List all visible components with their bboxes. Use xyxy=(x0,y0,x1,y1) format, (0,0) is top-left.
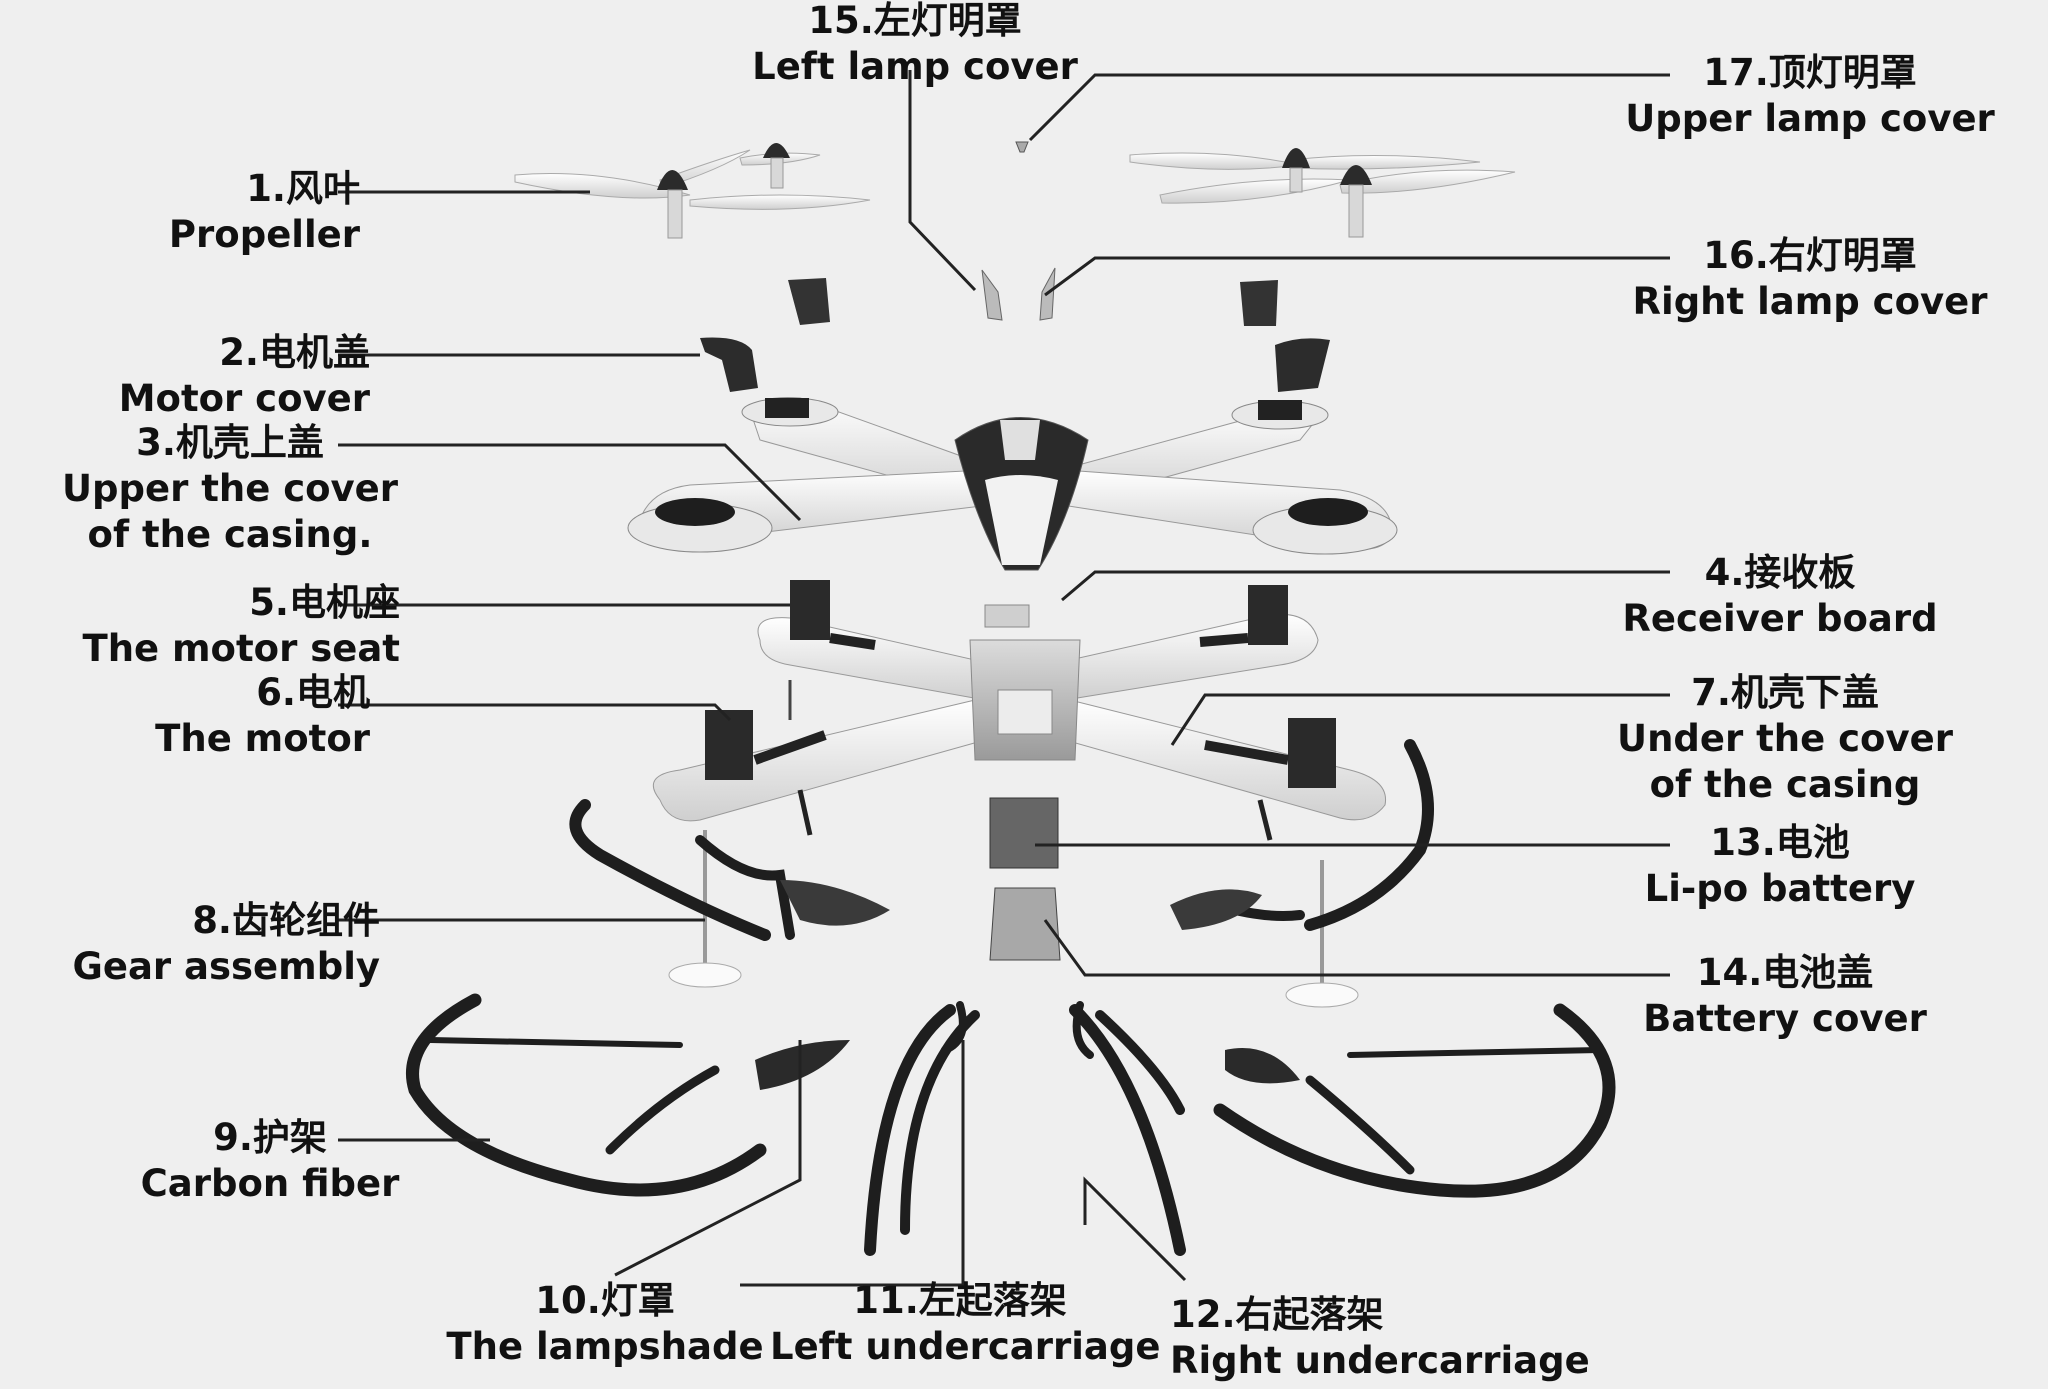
battery-cover-part xyxy=(989,887,1061,961)
propeller-right xyxy=(1129,148,1516,238)
leader-lines xyxy=(338,70,1670,1287)
undercarriages xyxy=(864,1001,1186,1256)
lamp-covers xyxy=(981,141,1056,321)
lampshades xyxy=(755,880,1300,1090)
propeller-left xyxy=(514,143,871,239)
lower-casing xyxy=(652,580,1387,841)
upper-casing xyxy=(627,397,1398,571)
battery-part xyxy=(989,797,1059,869)
receiver-board-part xyxy=(984,604,1030,628)
motor-covers xyxy=(700,278,1330,392)
carbon-fiber-guards xyxy=(406,739,1616,1198)
